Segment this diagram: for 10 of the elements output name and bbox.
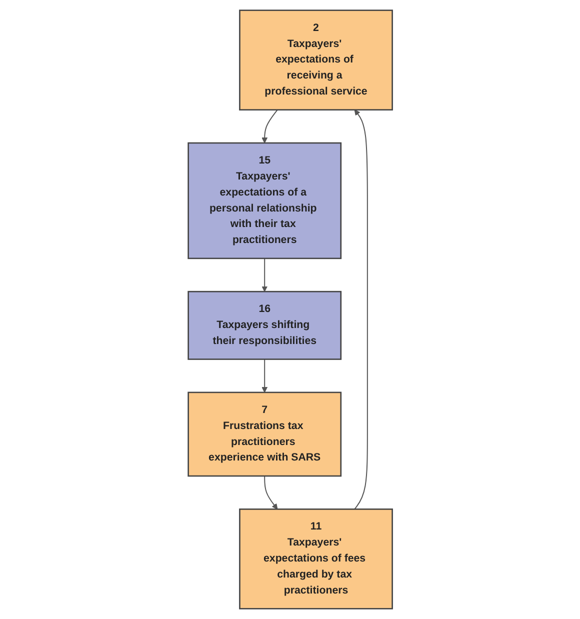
arrow bbox=[261, 258, 268, 292]
arrow bbox=[261, 109, 278, 144]
node-box: 15 Taxpayers' expectations of a personal relationship with their tax practitioners bbox=[187, 142, 342, 260]
node-box: 7 Frustrations tax practitioners experience with SARS bbox=[187, 392, 342, 477]
arrow bbox=[264, 476, 278, 510]
node-box: 16 Taxpayers shifting their responsibilities bbox=[187, 290, 342, 360]
node-box: 11 Taxpayers' expectations of fees charged by tax practitioners bbox=[238, 508, 393, 610]
arrow bbox=[261, 358, 268, 393]
arrow bbox=[354, 110, 368, 510]
node-box: 2 Taxpayers' expectations of receiving a professional service bbox=[238, 10, 393, 110]
